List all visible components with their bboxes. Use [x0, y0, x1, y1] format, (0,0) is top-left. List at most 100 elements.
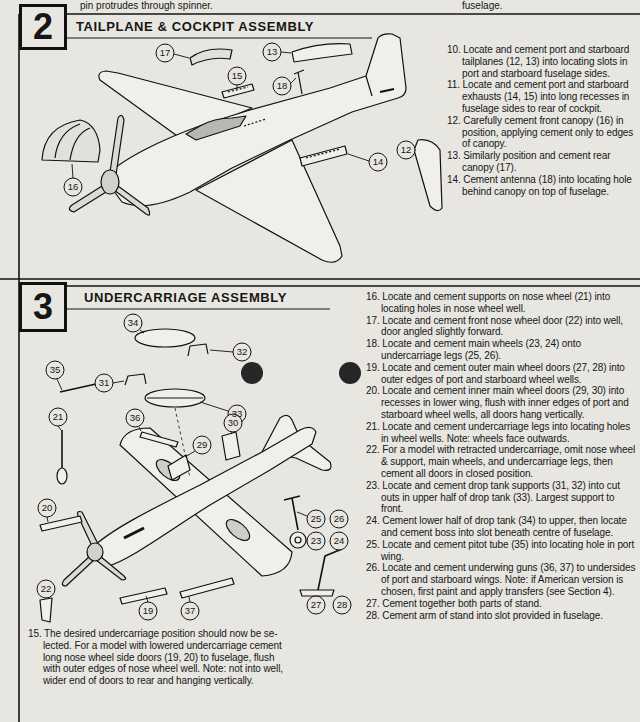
frame-line: [0, 278, 640, 280]
aircraft-drawing: [284, 496, 300, 530]
leader-line: [291, 78, 296, 83]
callout-number: 28: [331, 599, 353, 611]
aircraft-drawing: [40, 598, 52, 622]
aircraft-drawing: [42, 120, 100, 162]
aircraft-drawing: [190, 49, 232, 65]
aircraft-drawing: [40, 516, 82, 531]
leader-line: [72, 164, 73, 178]
leader-line: [139, 427, 141, 431]
aircraft-drawing: [380, 89, 394, 92]
callout-number: 17: [154, 47, 176, 59]
aircraft-drawing: [135, 329, 195, 347]
aircraft-drawing: [125, 374, 146, 385]
leader-line: [58, 426, 61, 430]
cut-off-text: pin protrudes through spinner.: [80, 0, 213, 12]
aircraft-drawing: [222, 432, 240, 460]
aircraft-drawing: [318, 549, 342, 590]
section-title: UNDERCARRIAGE ASSEMBLY: [84, 290, 287, 305]
callout-number: 22: [35, 583, 57, 595]
aircraft-drawing: [180, 578, 234, 598]
callout-number: 20: [36, 502, 58, 514]
leader-line: [281, 52, 291, 53]
punched-hole: [241, 362, 263, 384]
callout-number: 14: [367, 156, 389, 168]
instruction-step: 12. Carefully cement front canopy (16) i…: [447, 115, 635, 150]
callout-number: 23: [305, 535, 327, 547]
instruction-step: 15. The desired undercarriage position s…: [28, 628, 292, 687]
section-number: 2: [33, 9, 53, 45]
callout-number: 25: [305, 513, 327, 525]
aircraft-drawing: [147, 397, 203, 398]
instruction-step: 11. Locate and cement port and starboard…: [447, 79, 635, 114]
aircraft-drawing: [114, 186, 150, 215]
leader-line: [200, 402, 228, 411]
leader-line: [210, 350, 233, 352]
callout-number: 16: [62, 181, 84, 193]
aircraft-drawing: [414, 140, 442, 211]
aircraft-drawing: [306, 149, 340, 158]
aircraft-drawing: [145, 389, 205, 407]
aircraft-drawing: [292, 44, 352, 62]
frame-line: [19, 13, 640, 15]
callout-number: 24: [328, 535, 350, 547]
frame-line: [0, 14, 640, 722]
leader-line: [47, 517, 48, 522]
callout-number: 37: [179, 605, 201, 617]
leader-line: [140, 330, 144, 333]
aircraft-drawing: [168, 455, 190, 480]
leader-line: [113, 381, 124, 383]
callout-number: 13: [261, 46, 283, 58]
aircraft-drawing: [124, 528, 144, 538]
callout-number: 12: [395, 144, 417, 156]
section-number-box: 3: [19, 282, 67, 332]
aircraft-drawing: [300, 146, 347, 166]
leader-line: [57, 379, 62, 390]
callout-number: 15: [226, 70, 248, 82]
instruction-step: 21. Locate and cement undercarriage legs…: [366, 421, 636, 445]
punched-hole: [241, 362, 361, 384]
callout-number: 27: [305, 599, 327, 611]
instruction-step: 27. Cement together both parts of stand.: [366, 598, 636, 610]
aircraft-drawing: [57, 468, 67, 484]
aircraft-drawing: [366, 76, 372, 96]
punched-hole: [339, 362, 361, 384]
instruction-step: 20. Locate and cement inner main wheel d…: [366, 385, 636, 420]
callout-circle: [37, 43, 415, 620]
callout-number: 35: [44, 364, 66, 376]
callout-number: 18: [271, 80, 293, 92]
section-title: TAILPLANE & COCKPIT ASSEMBLY: [76, 19, 314, 34]
instruction-step: 19. Locate and cement outer main wheel d…: [366, 362, 636, 386]
aircraft-drawing: [228, 87, 248, 92]
leader-line: [174, 54, 189, 58]
callout-number: 34: [122, 317, 144, 329]
cut-off-text: fuselage.: [462, 0, 503, 12]
aircraft-drawing: [120, 588, 167, 604]
aircraft-drawing: [101, 170, 119, 194]
instruction-step: 25. Locate and cement pitot tube (35) in…: [366, 539, 636, 563]
leader-line: [348, 154, 369, 161]
aircraft-drawing: [55, 124, 90, 160]
aircraft-drawing: [223, 516, 253, 545]
aircraft-drawing: [92, 427, 316, 566]
leader-line: [189, 597, 190, 602]
section-number: 3: [33, 289, 53, 325]
callout-number: 32: [231, 346, 253, 358]
instruction-step: 17. Locate and cement front nose wheel d…: [366, 315, 636, 339]
aircraft-drawing: [186, 116, 246, 140]
frame-line: [18, 14, 20, 722]
instruction-step: 28. Cement arm of stand into slot provid…: [366, 610, 636, 622]
instruction-step: 16. Locate and cement supports on nose w…: [366, 291, 636, 315]
callout-number: 21: [47, 411, 69, 423]
frame-line: [67, 37, 372, 38]
aircraft-drawing: [61, 430, 63, 468]
leader-line: [237, 85, 238, 89]
instruction-step: 26. Locate and cement underwing guns (36…: [366, 562, 636, 597]
leader-line: [146, 596, 148, 602]
frame-line: [19, 285, 640, 287]
instruction-step: 18. Locate and cement main wheels (23, 2…: [366, 338, 636, 362]
aircraft-drawing: [140, 432, 178, 447]
callout-number: 30: [222, 417, 244, 429]
frame-line: [67, 308, 330, 309]
